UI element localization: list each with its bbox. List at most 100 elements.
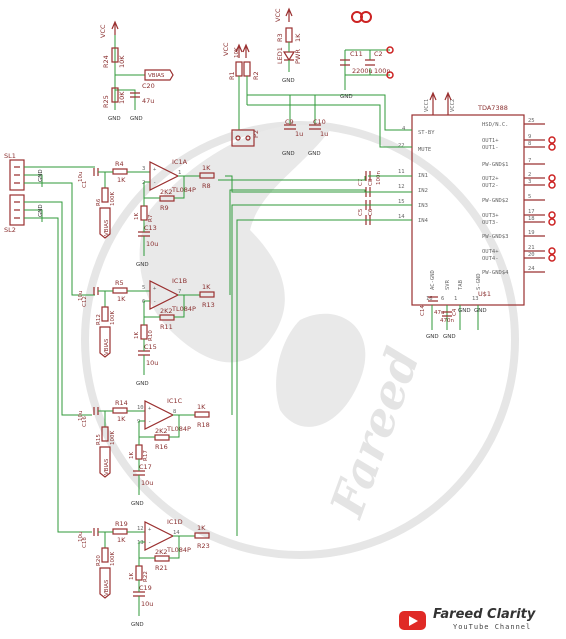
opamp-symbol [149, 280, 180, 310]
svg-text:10u: 10u [78, 411, 84, 421]
svg-text:R1: R1 [228, 71, 236, 80]
svg-text:GND: GND [131, 501, 144, 507]
svg-text:-: - [148, 419, 151, 425]
svg-text:C20: C20 [142, 82, 155, 90]
svg-text:1K: 1K [197, 524, 206, 532]
svg-text:R19: R19 [115, 520, 128, 528]
output-terminal[interactable] [548, 136, 556, 144]
standby-network: VCC R1 R2 10K P2 C9 C10 1u 1u GND GND [222, 42, 400, 157]
svg-text:IC1B: IC1B [172, 277, 187, 285]
svg-text:VCC: VCC [274, 8, 282, 22]
svg-text:10K: 10K [234, 47, 240, 58]
svg-text:100K: 100K [110, 192, 116, 206]
svg-text:GND: GND [108, 116, 121, 122]
svg-text:C18: C18 [82, 537, 88, 548]
svg-text:C4: C4 [452, 308, 458, 316]
watermark: Fareed [81, 121, 519, 559]
svg-text:14: 14 [398, 214, 405, 220]
svg-text:1u: 1u [320, 130, 328, 138]
svg-text:VBIAS: VBIAS [148, 73, 165, 79]
svg-text:VBIAS: VBIAS [104, 579, 110, 596]
brand-tagline: YouTube Channel [453, 623, 532, 631]
svg-text:10u: 10u [78, 532, 84, 542]
svg-text:VCC: VCC [99, 24, 107, 38]
svg-text:R2: R2 [252, 71, 260, 80]
svg-text:ST-BY: ST-BY [418, 130, 435, 136]
svg-text:100K: 100K [110, 311, 116, 325]
gain-resistor [135, 444, 143, 460]
svg-text:C14: C14 [420, 305, 426, 316]
svg-text:10K: 10K [118, 91, 126, 104]
input-resistor [112, 528, 128, 535]
output-terminal[interactable] [548, 218, 556, 226]
opamp-symbol [144, 521, 175, 551]
svg-text:12: 12 [398, 184, 405, 190]
ic-pin-label: PW-GND$4 [482, 270, 509, 276]
ic-pin-label: PW-GND$1 [482, 162, 509, 168]
svg-text:R11: R11 [160, 323, 173, 331]
ic-pin-number: 24 [528, 266, 535, 272]
svg-text:2200u: 2200u [352, 67, 373, 75]
output-resistor [199, 291, 215, 298]
gain-resistor [140, 205, 148, 221]
ic-pin-label: OUT3- [482, 220, 499, 226]
input-resistor [112, 168, 128, 175]
ic-pin-label: OUT1- [482, 145, 499, 151]
svg-text:1: 1 [178, 170, 181, 176]
ic-pin-label: TAB [458, 279, 464, 290]
svg-text:R21: R21 [155, 564, 168, 572]
input-capacitor [93, 168, 99, 176]
ic-pin-number: 20 [528, 252, 535, 258]
opamp-symbol [144, 400, 175, 430]
svg-text:IN3: IN3 [418, 203, 428, 209]
svg-text:C2: C2 [374, 50, 383, 58]
svg-text:C11: C11 [350, 50, 363, 58]
p2-label: P2 [252, 130, 260, 138]
output-terminal[interactable] [548, 143, 556, 151]
svg-text:C10: C10 [313, 118, 326, 126]
svg-text:R23: R23 [197, 542, 210, 550]
svg-text:1K: 1K [117, 415, 126, 423]
svg-text:-: - [153, 299, 156, 305]
svg-text:LED1: LED1 [276, 47, 284, 64]
svg-text:10u: 10u [146, 240, 158, 248]
ic-pin-label: OUT3+ [482, 213, 499, 219]
output-terminal[interactable] [548, 211, 556, 219]
svg-text:10u: 10u [78, 172, 84, 182]
svg-text:R20: R20 [96, 555, 102, 566]
svg-text:R15: R15 [96, 434, 102, 445]
output-terminal[interactable] [548, 247, 556, 255]
svg-text:1K: 1K [202, 283, 211, 291]
output-terminal[interactable] [548, 174, 556, 182]
svg-text:IC1A: IC1A [172, 158, 188, 166]
output-terminals [548, 136, 556, 262]
coupling-capacitors: C8 C7 C6 C5 100n [358, 171, 382, 225]
ic-pin-label: PW-GND$3 [482, 234, 509, 240]
svg-text:R8: R8 [202, 182, 211, 190]
svg-text:1K: 1K [129, 573, 135, 580]
svg-text:1K: 1K [134, 213, 140, 220]
svg-text:C16: C16 [82, 416, 88, 427]
ic-pin-label: OUT2+ [482, 176, 499, 182]
svg-text:1K: 1K [134, 332, 140, 339]
ic-pin-number: 1 [454, 296, 457, 302]
power-led: VCC R3 1K PWR LED1 GND [274, 7, 302, 84]
feedback-resistor [154, 434, 170, 441]
svg-text:10K: 10K [118, 55, 126, 68]
svg-text:1K: 1K [197, 403, 206, 411]
svg-text:C5: C5 [358, 208, 364, 216]
ic-ref: U$1 [478, 290, 491, 298]
ic-pin-number: 19 [528, 230, 535, 236]
svg-text:R18: R18 [197, 421, 210, 429]
sl2-label: SL2 [4, 226, 16, 234]
svg-text:IN1: IN1 [418, 173, 428, 179]
output-terminal[interactable] [548, 254, 556, 262]
youtube-icon [399, 611, 426, 630]
svg-text:R5: R5 [115, 279, 124, 287]
svg-text:GND: GND [131, 622, 144, 628]
svg-text:R7: R7 [148, 214, 154, 222]
output-terminal[interactable] [548, 181, 556, 189]
